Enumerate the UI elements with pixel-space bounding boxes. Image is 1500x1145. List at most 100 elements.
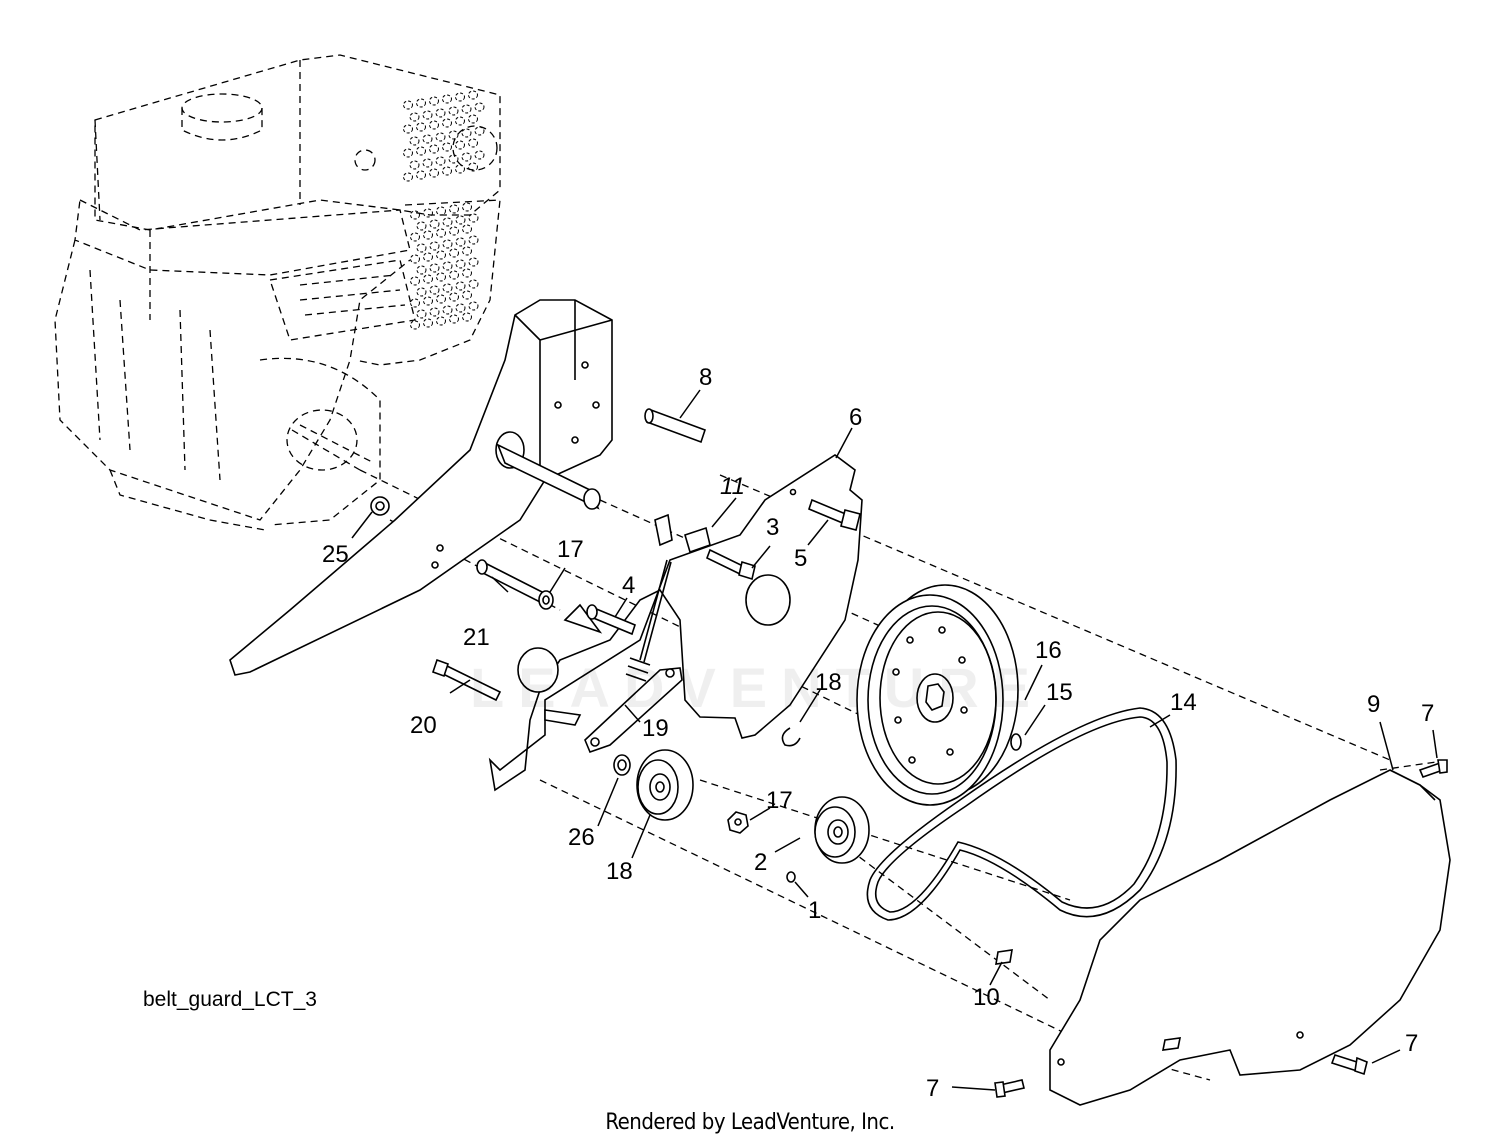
part-2-pulley <box>814 796 870 864</box>
muffler-hole <box>448 154 459 164</box>
muffler-hole <box>461 104 472 114</box>
part-17-nut <box>727 811 749 834</box>
muffler-hole <box>409 160 420 170</box>
muffler-hole <box>409 136 420 146</box>
muffler-hole <box>409 112 420 122</box>
muffler-hole <box>449 292 459 302</box>
muffler-hole <box>416 122 426 132</box>
muffler-hole <box>423 252 433 262</box>
callout-14: 16 <box>1035 637 1062 664</box>
muffler-hole <box>468 138 478 148</box>
part-13-washer <box>1010 733 1022 751</box>
muffler-hole <box>435 156 446 166</box>
muffler-hole <box>429 263 440 273</box>
callout-11: 11 <box>720 473 745 500</box>
muffler-hole <box>462 224 472 234</box>
muffler-hole <box>442 142 452 152</box>
muffler-hole <box>416 265 427 275</box>
engine-outline <box>54 54 501 531</box>
callout-5: 5 <box>794 545 807 572</box>
part-25-nut <box>370 496 390 516</box>
muffler-hole <box>403 124 413 134</box>
callout-4: 4 <box>622 572 635 599</box>
part-10-decal <box>995 949 1013 965</box>
muffler-hole <box>416 170 426 180</box>
render-credit: Rendered by LeadVenture, Inc. <box>605 1110 895 1135</box>
muffler-hole <box>435 132 446 142</box>
part-7-screw-right <box>1330 1054 1368 1076</box>
muffler-hole <box>455 303 466 313</box>
muffler-hole <box>436 316 446 326</box>
muffler-hole <box>474 126 485 136</box>
part-11-bracket <box>684 526 711 554</box>
muffler-hole <box>410 276 420 286</box>
muffler-hole <box>416 287 427 297</box>
muffler-hole <box>468 213 479 223</box>
muffler-hole <box>442 305 453 315</box>
callout-18: 18 <box>606 858 633 885</box>
muffler-hole <box>429 120 439 130</box>
part-3-bolt <box>705 548 756 581</box>
leader-lines <box>351 389 1438 1091</box>
muffler-hole <box>416 146 426 156</box>
part-7-screw-top <box>1418 759 1448 779</box>
callout-19: 19 <box>642 715 669 742</box>
part-16-clip <box>781 727 801 747</box>
muffler-hole <box>423 274 433 284</box>
muffler-hole <box>442 239 453 249</box>
muffler-hole <box>436 294 446 304</box>
muffler-hole <box>449 248 459 258</box>
callout-15: 17 <box>557 536 584 563</box>
callout-25: 25 <box>322 541 349 568</box>
muffler-hole <box>410 254 420 264</box>
muffler-hole <box>403 172 413 182</box>
callout-12: 14 <box>1170 689 1197 716</box>
muffler-hole <box>429 307 440 317</box>
muffler-hole <box>416 243 427 253</box>
muffler-hole <box>429 241 440 251</box>
part-20-bolt <box>431 658 502 702</box>
muffler-hole <box>435 108 446 118</box>
muffler-hole <box>429 144 439 154</box>
muffler-hole <box>422 134 433 144</box>
muffler-hole <box>423 318 433 328</box>
callout-labels: 8 6 11 3 5 17 4 25 21 20 19 18 16 15 14 … <box>322 364 1434 1102</box>
muffler-hole <box>429 219 440 229</box>
belt-guard-plate <box>488 454 863 792</box>
part-15-washer <box>538 590 554 610</box>
muffler-hole <box>442 261 453 271</box>
part-5-bolt <box>808 498 861 531</box>
callout-1: 1 <box>808 897 821 924</box>
muffler-hole <box>449 226 459 236</box>
muffler-hole <box>410 232 420 242</box>
part-12-belt <box>866 707 1177 921</box>
muffler-hole <box>474 102 485 112</box>
muffler-hole <box>455 259 466 269</box>
part-8-pin <box>644 408 707 444</box>
muffler-hole <box>468 162 478 172</box>
muffler-hole <box>416 309 427 319</box>
muffler-hole <box>410 320 420 330</box>
muffler-hole <box>429 168 439 178</box>
muffler-hole <box>474 150 485 160</box>
muffler-hole <box>468 90 478 100</box>
part-1-screw <box>786 871 796 883</box>
watermark: LEADVENTURE <box>470 656 1045 719</box>
part-7-screw-bottom <box>994 1079 1025 1098</box>
part-18-idler-pulley <box>636 749 694 821</box>
muffler-hole <box>449 204 459 214</box>
engine-muffler-pattern <box>403 90 485 330</box>
muffler-hole <box>410 210 420 220</box>
muffler-hole <box>429 285 440 295</box>
muffler-hole <box>448 130 459 140</box>
muffler-hole <box>422 158 433 168</box>
part-21-bolt <box>476 559 550 606</box>
muffler-hole <box>455 164 465 174</box>
muffler-hole <box>423 296 433 306</box>
muffler-hole <box>462 246 472 256</box>
muffler-hole <box>442 217 453 227</box>
muffler-hole <box>468 235 479 245</box>
callout-21: 21 <box>463 624 490 651</box>
muffler-hole <box>455 215 466 225</box>
callout-8: 8 <box>699 364 712 391</box>
